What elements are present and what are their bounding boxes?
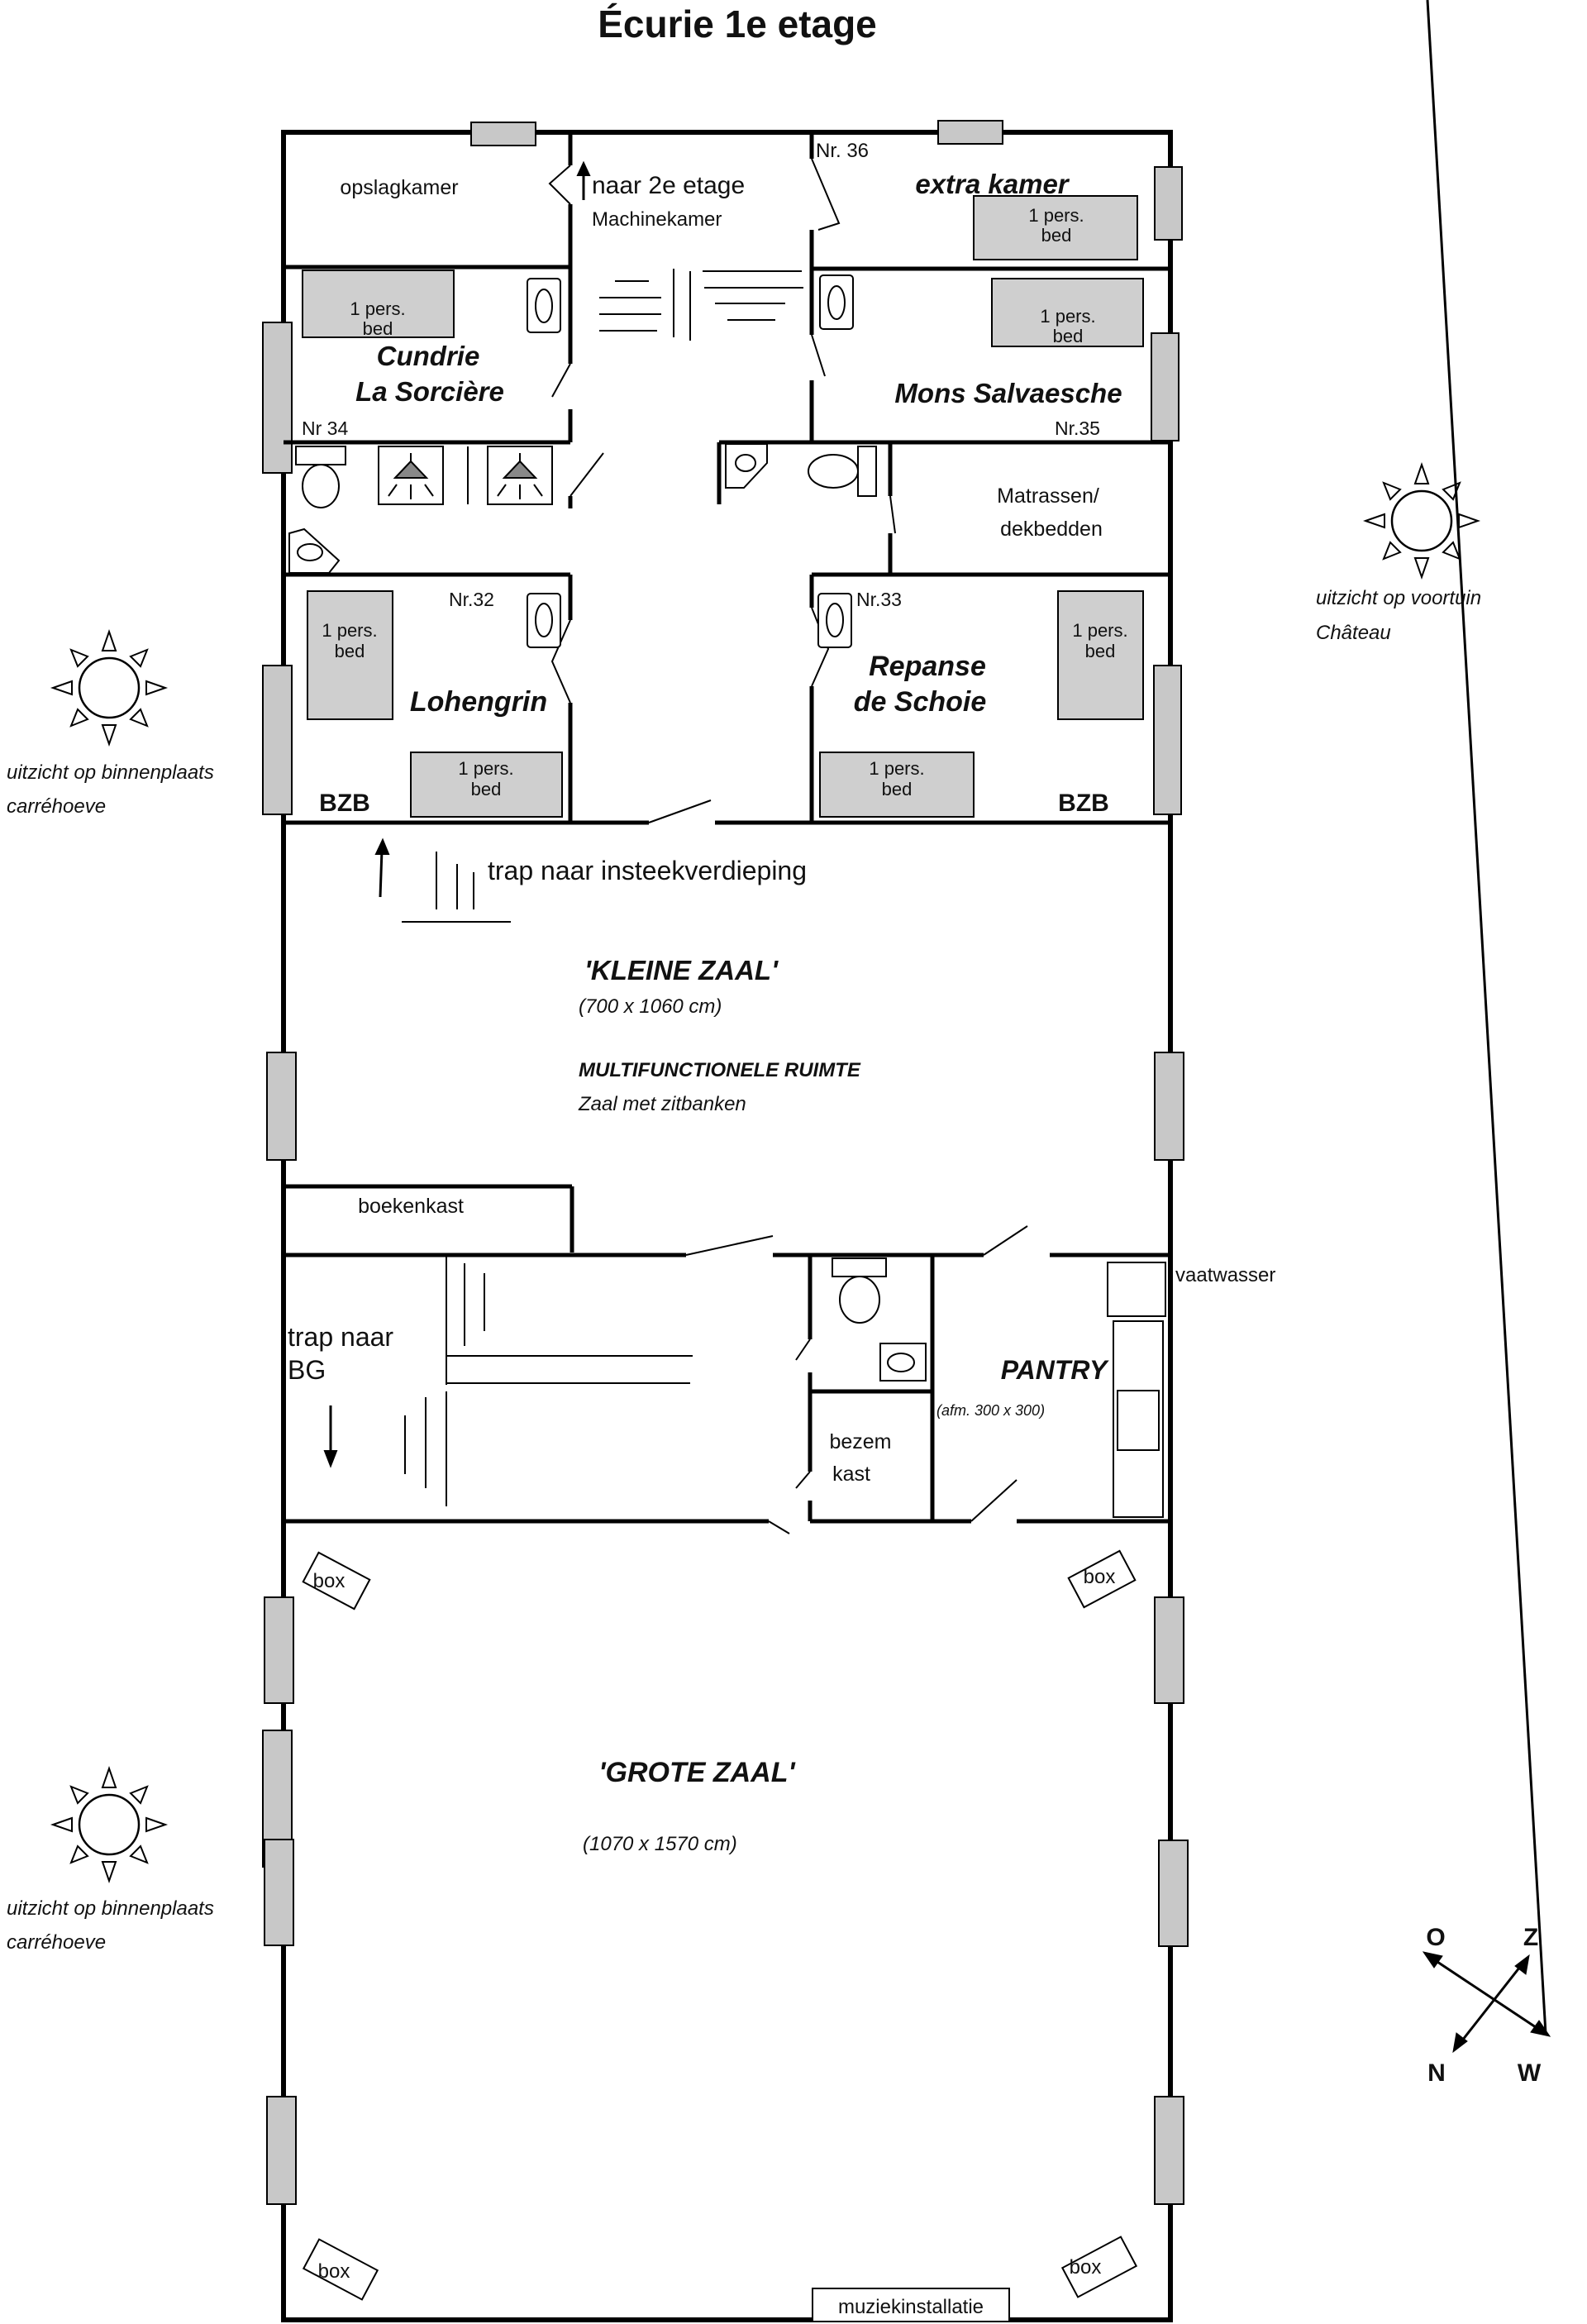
bed-lohengrin-1 <box>307 590 393 720</box>
vaatwasser-label: vaatwasser <box>1175 1264 1275 1286</box>
toilet-icon <box>295 446 346 508</box>
bed-repanse-2 <box>819 752 975 818</box>
shower-icon <box>378 446 444 505</box>
bzb-label-right: BZB <box>1058 790 1109 817</box>
room-number-36: Nr. 36 <box>816 140 869 162</box>
cundrie-label-1: Cundrie <box>377 341 480 371</box>
matrassen-label-2: dekbedden <box>1000 518 1103 541</box>
bed-label-1: 1 pers. <box>350 298 405 319</box>
bed-label-1: 1 pers. <box>1028 205 1084 226</box>
room-number-34: Nr 34 <box>302 418 348 439</box>
bed-repanse-1 <box>1057 590 1144 720</box>
compass-z: Z <box>1523 1924 1538 1951</box>
kleine-zaal-label: 'KLEINE ZAAL' <box>584 955 779 985</box>
zitbanken-label: Zaal met zitbanken <box>578 1093 746 1115</box>
view-binnenplaats-1: uitzicht op binnenplaats <box>7 761 214 784</box>
stairs-2e-label: naar 2e etage <box>592 172 745 199</box>
sun-icon <box>1362 461 1481 580</box>
sink-icon <box>527 278 561 333</box>
doors <box>548 158 1028 1534</box>
bzb-label-left: BZB <box>319 790 370 817</box>
sun-icon <box>50 628 169 747</box>
room-number-35: Nr.35 <box>1055 418 1100 439</box>
plan-title: Écurie 1e etage <box>598 2 877 45</box>
toilet-icon <box>808 446 877 497</box>
bed-label-1: 1 pers. <box>869 758 924 779</box>
windows <box>262 120 1189 2205</box>
bed-label-2: bed <box>471 779 502 799</box>
box-label: box <box>313 1570 346 1592</box>
bed-label-2: bed <box>882 779 913 799</box>
interior-walls <box>284 132 1170 1524</box>
box-label: box <box>1084 1566 1116 1588</box>
compass-o: O <box>1426 1924 1445 1951</box>
pantry-label: PANTRY <box>1001 1355 1109 1385</box>
music-installation-label: muziekinstallatie <box>838 2296 984 2318</box>
music-installation <box>812 2288 1010 2322</box>
speaker-boxes <box>302 1549 1138 2301</box>
bed-label-2: bed <box>1053 326 1084 346</box>
corner-sink-icon <box>725 443 768 489</box>
view-binnenplaats-4: carréhoeve <box>7 1931 106 1954</box>
bed-extra-kamer <box>973 195 1138 260</box>
bed-label-2: bed <box>1041 225 1072 246</box>
cundrie-label-2: La Sorcière <box>355 376 504 407</box>
room-number-32: Nr.32 <box>449 589 494 610</box>
compass-n: N <box>1427 2059 1446 2087</box>
toilet-icon <box>832 1257 887 1324</box>
stove <box>1117 1390 1160 1451</box>
compass-icon <box>1422 0 1551 2054</box>
trap-insteek-label: trap naar insteekverdieping <box>488 856 807 885</box>
extra-kamer-label: extra kamer <box>915 169 1070 199</box>
sink-icon <box>817 593 852 648</box>
grote-zaal-label: 'GROTE ZAAL' <box>598 1757 796 1788</box>
lohengrin-label: Lohengrin <box>410 686 547 718</box>
corner-sink-icon <box>879 1343 927 1382</box>
corner-sink-icon <box>288 527 341 574</box>
machinekamer-label: Machinekamer <box>592 208 722 231</box>
mons-label: Mons Salvaesche <box>894 378 1122 408</box>
repanse-label-1: Repanse <box>869 651 986 682</box>
trap-bg-label-1: trap naar <box>288 1322 393 1352</box>
bezemkast-label-1: bezem <box>829 1430 891 1453</box>
bed-label-2: bed <box>335 641 365 661</box>
compass-w: W <box>1518 2059 1542 2087</box>
pantry-dimensions: (afm. 300 x 300) <box>936 1402 1045 1419</box>
view-voortuin-1: uitzicht op voortuin <box>1316 587 1481 609</box>
box-label: box <box>318 2260 350 2283</box>
stairs <box>323 160 803 1506</box>
sun-icon <box>50 1765 169 1884</box>
view-binnenplaats-3: uitzicht op binnenplaats <box>7 1897 214 1920</box>
bed-label-1: 1 pers. <box>458 758 513 779</box>
bed-label-1: 1 pers. <box>322 620 377 641</box>
bed-mons <box>991 278 1144 347</box>
bed-label-2: bed <box>363 318 393 339</box>
dishwasher <box>1107 1262 1166 1317</box>
bed-label-1: 1 pers. <box>1072 620 1127 641</box>
sink-icon <box>527 593 561 648</box>
room-number-33: Nr.33 <box>856 589 902 610</box>
trap-bg-label-2: BG <box>288 1355 326 1385</box>
outer-wall <box>281 130 1173 2322</box>
bed-label-1: 1 pers. <box>1040 306 1095 327</box>
view-voortuin-2: Château <box>1316 622 1391 644</box>
bed-cundrie <box>302 270 455 338</box>
bezemkast-label-2: kast <box>832 1463 870 1486</box>
bed-lohengrin-2 <box>410 752 563 818</box>
sanitary-fixtures <box>288 274 1166 1518</box>
opslagkamer-label: opslagkamer <box>340 176 458 199</box>
kleine-zaal-dimensions: (700 x 1060 cm) <box>579 995 722 1018</box>
boekenkast-label: boekenkast <box>358 1195 464 1218</box>
shower-icon <box>487 446 553 505</box>
matrassen-label-1: Matrassen/ <box>997 484 1099 508</box>
box-label: box <box>1070 2256 1102 2279</box>
view-binnenplaats-2: carréhoeve <box>7 795 106 818</box>
bed-label-2: bed <box>1085 641 1116 661</box>
repanse-label-2: de Schoie <box>854 686 987 718</box>
multifunctional-label: MULTIFUNCTIONELE RUIMTE <box>579 1059 861 1081</box>
grote-zaal-dimensions: (1070 x 1570 cm) <box>583 1833 737 1855</box>
sink-icon <box>819 274 854 330</box>
beds: 1 pers. bed 1 pers. bed 1 pers. bed 1 pe… <box>302 195 1144 818</box>
